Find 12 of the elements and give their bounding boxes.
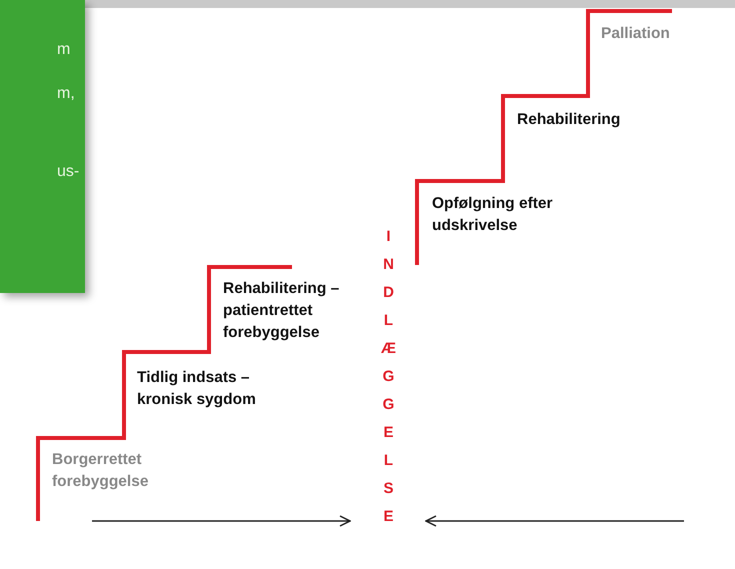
step-label: Borgerrettet forebyggelse — [52, 450, 150, 492]
step-label: Rehabilitering – patientrettet forebyggelse — [223, 279, 340, 343]
text-panel — [0, 0, 85, 293]
vertical-label: INDLÆGGELSE — [352, 222, 424, 534]
step-label: Opfølgning efter udskrivelse — [432, 194, 554, 236]
step-label: Rehabilitering — [517, 110, 622, 130]
step-label: Tidlig indsats – kronisk sygdom — [137, 368, 257, 410]
panel-text: m m, — [57, 40, 76, 104]
arrow — [425, 515, 684, 527]
arrow — [92, 515, 351, 527]
panel-text: us- — [57, 162, 80, 182]
step-label: Palliation — [601, 24, 671, 44]
